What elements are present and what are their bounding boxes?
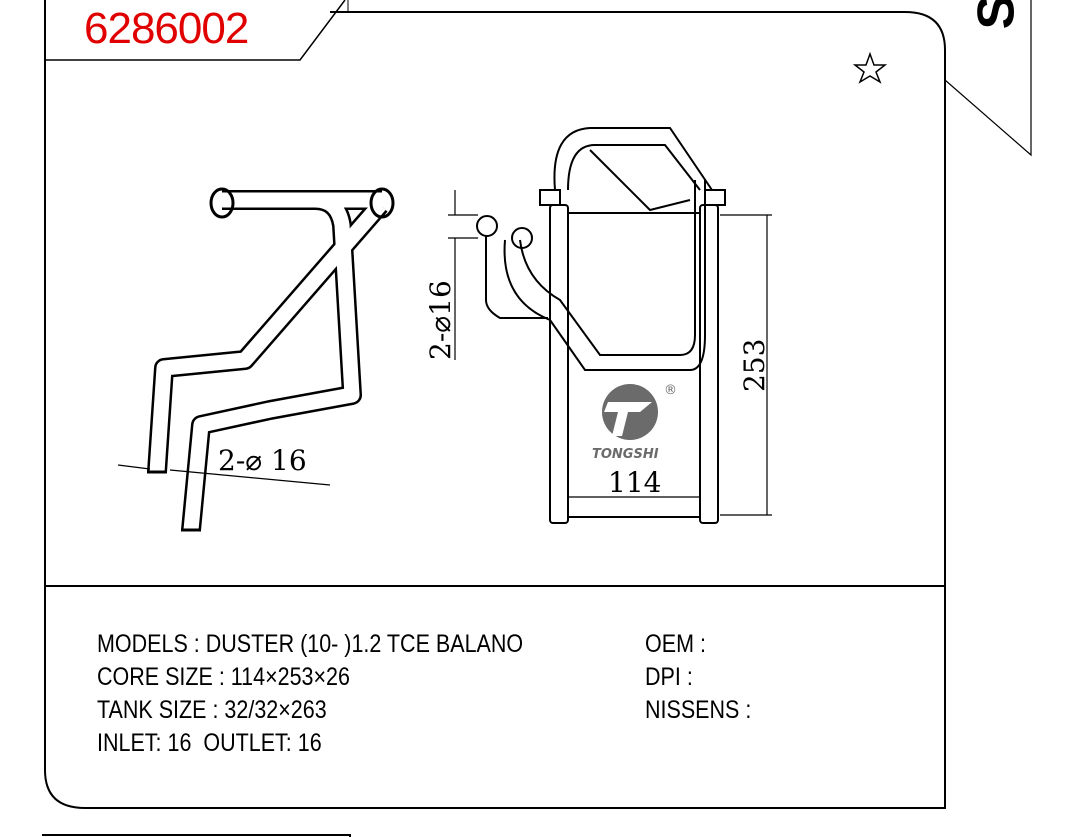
logo-text: TONGSHI [592,447,659,462]
sheet-frame [42,0,1032,837]
left-dimension-label: 2-⌀ 16 [218,444,307,477]
right-view-heater-core [476,127,726,524]
left-dimension [117,464,331,486]
spec-list: MODELS : DUSTER (10- )1.2 TCE BALANO CORE… [97,628,523,760]
spec-models: MODELS : DUSTER (10- )1.2 TCE BALANO [97,630,524,658]
right-dimensions [448,190,772,516]
pipe-dimension-label: 2-⌀16 [424,280,457,360]
spec-tank-size: TANK SIZE : 32/32×263 [97,696,327,724]
reference-list: OEM : DPI : NISSENS : [645,628,751,727]
ref-dpi: DPI : [645,663,693,691]
width-dimension-label: 114 [608,466,661,499]
star-icon[interactable] [852,51,888,84]
tongshi-logo: TONGSHI ® [592,383,677,462]
logo-registered: ® [664,383,677,398]
spec-core-size: CORE SIZE : 114×253×26 [97,663,350,691]
height-dimension-label: 253 [738,339,771,392]
ref-oem: OEM : [645,630,706,658]
side-letter: S [968,0,1026,29]
ref-nissens: NISSENS : [645,696,752,724]
part-number: 6286002 [84,4,249,53]
left-view-pipes [147,187,395,532]
spec-inlet-outlet: INLET: 16 OUTLET: 16 [97,729,322,757]
